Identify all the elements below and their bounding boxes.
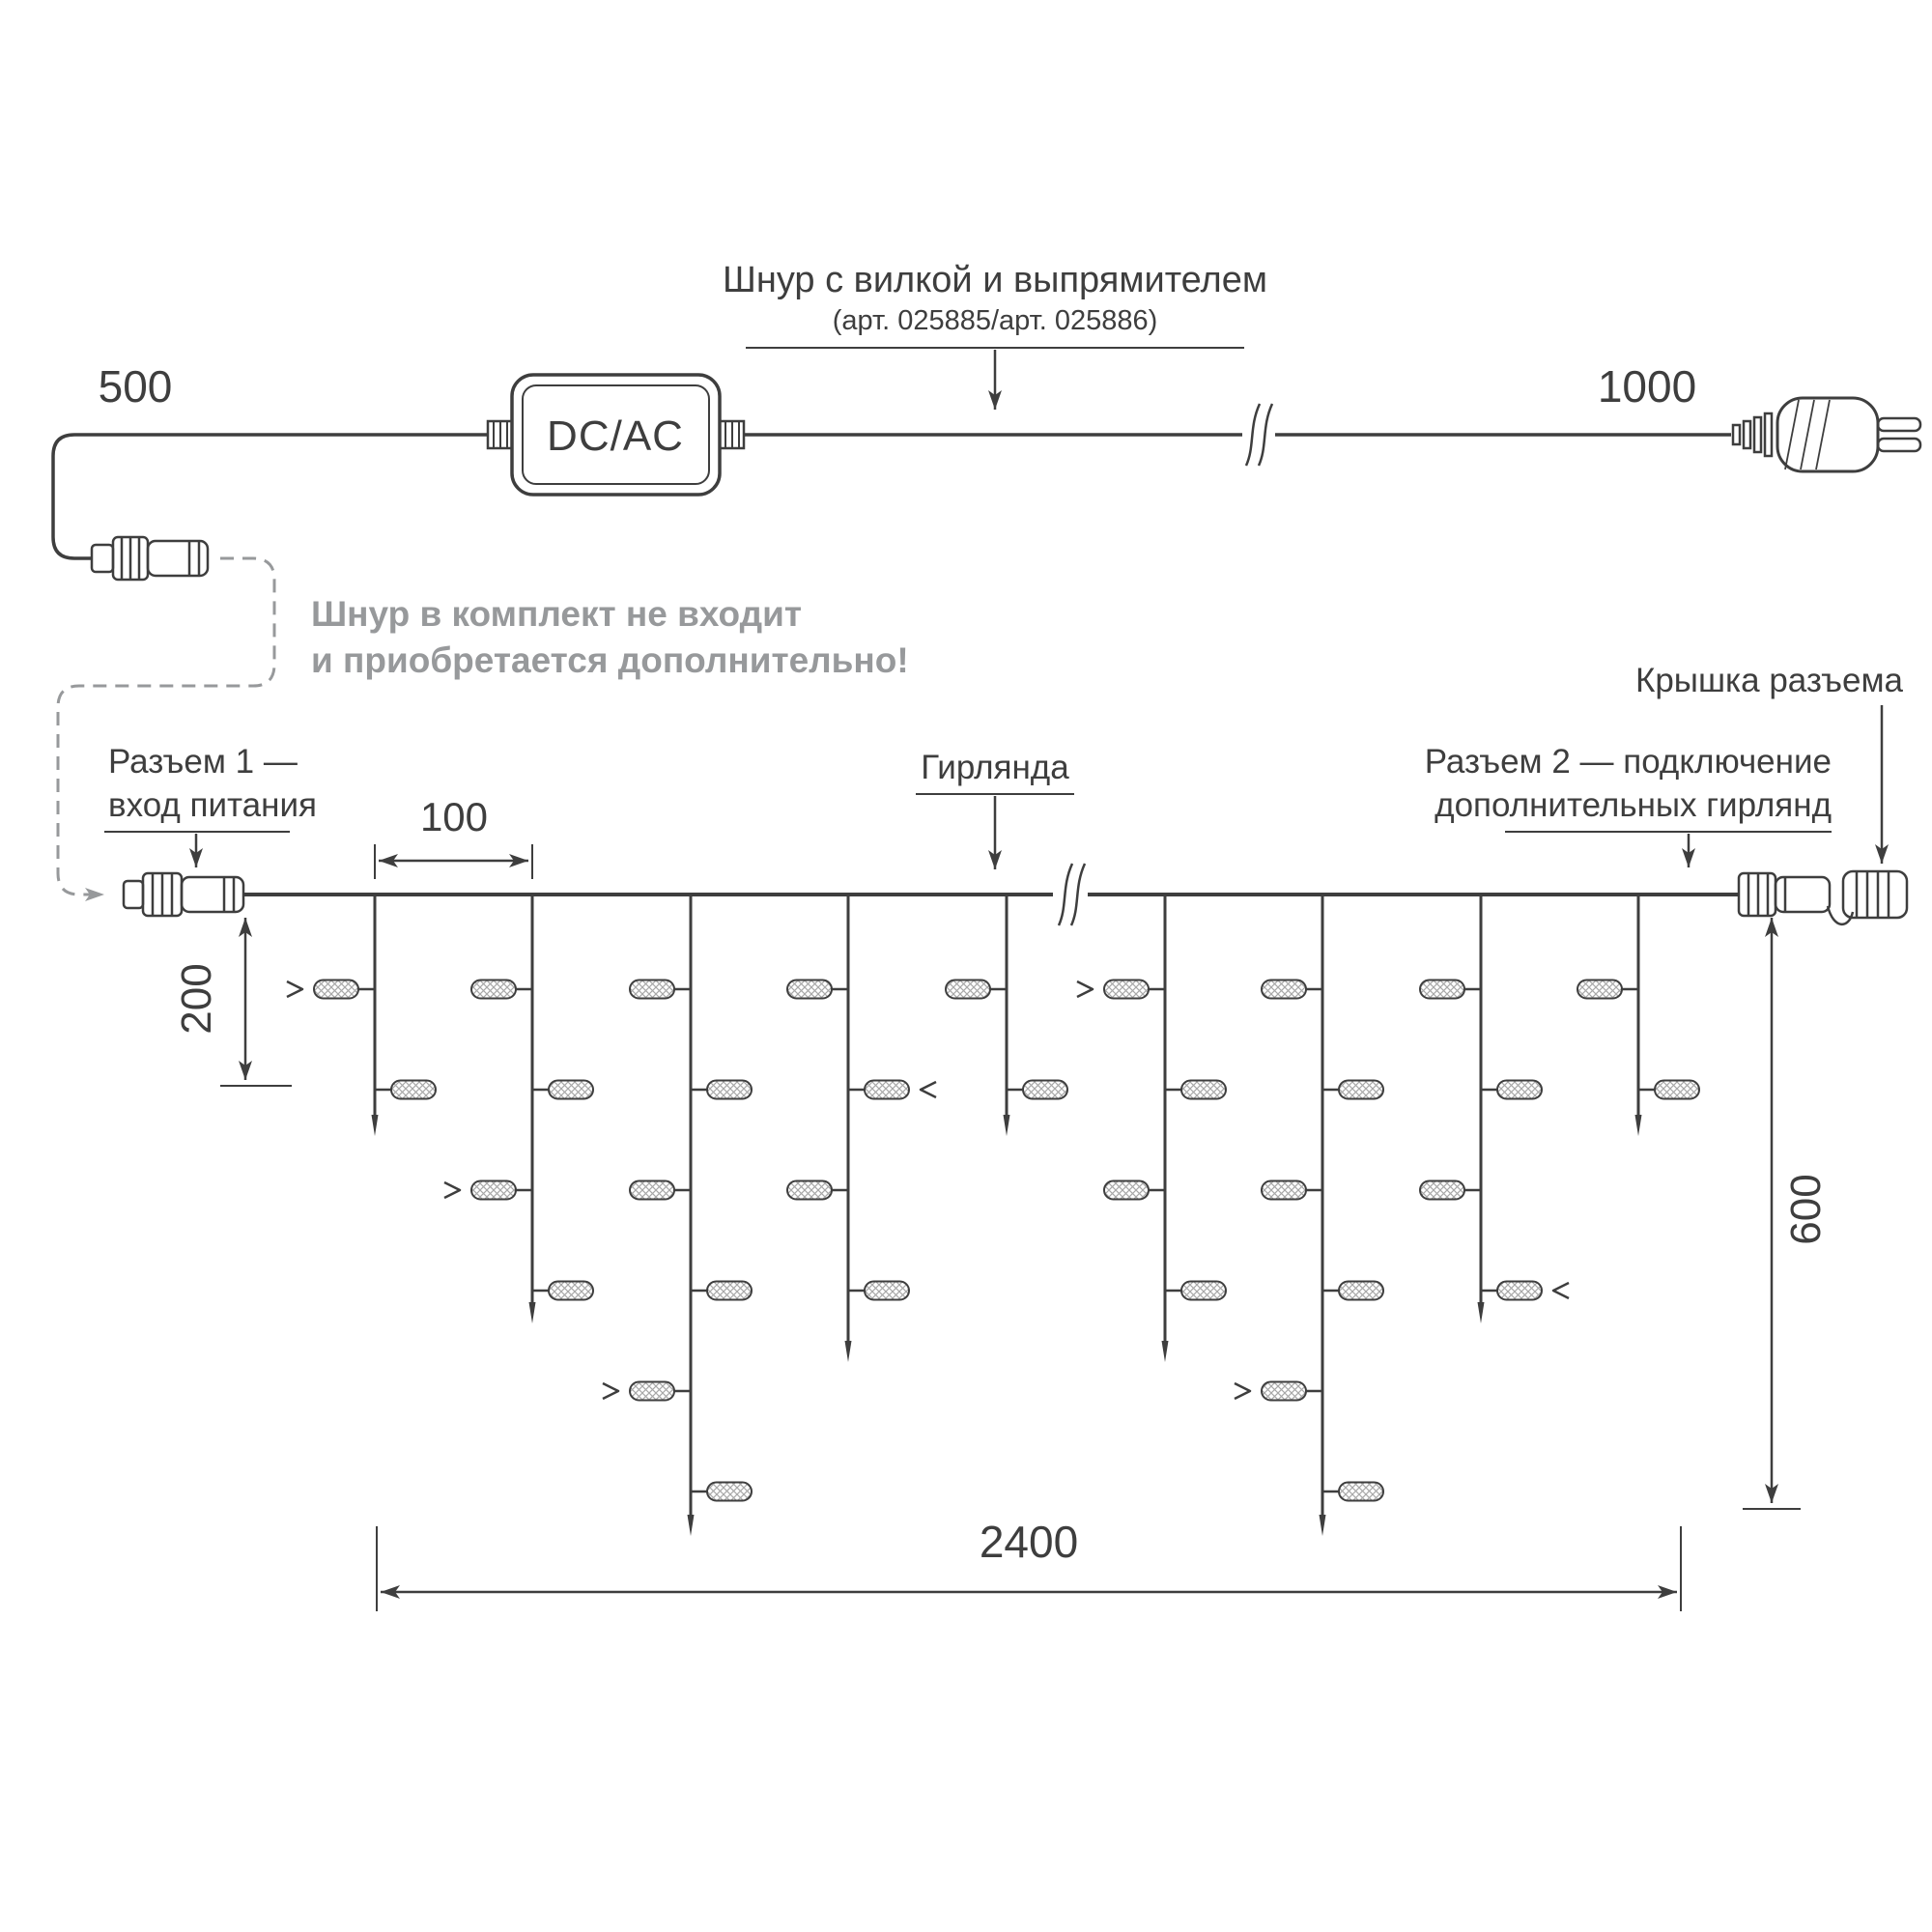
dim-1000-label: 1000 <box>1598 361 1696 412</box>
dim-100: 100 <box>374 794 533 879</box>
not-included-note: Шнур в комплект не входит и приобретаетс… <box>311 594 909 680</box>
dcac-label: DC/AC <box>547 412 684 460</box>
dim-600: 600 <box>1743 918 1830 1510</box>
svg-text:вход питания: вход питания <box>108 786 317 824</box>
garland-label: Гирлянда <box>916 749 1074 869</box>
garland-break <box>1053 863 1088 926</box>
svg-text:Разъем 1 —: Разъем 1 — <box>108 743 298 781</box>
svg-text:600: 600 <box>1782 1174 1830 1244</box>
note-line-2: и приобретается дополнительно! <box>311 640 909 680</box>
dim-2400: 2400 <box>376 1517 1682 1611</box>
svg-text:200: 200 <box>173 963 220 1034</box>
garland-assembly <box>122 863 1909 1536</box>
cord-title: Шнур с вилкой и выпрямителем <box>723 260 1267 300</box>
svg-text:Разъем 2 — подключение: Разъем 2 — подключение <box>1425 743 1832 781</box>
svg-text:дополнительных гирлянд: дополнительных гирлянд <box>1435 786 1832 824</box>
connector-1 <box>122 871 245 918</box>
cord-500-wire <box>51 433 488 560</box>
dim-500-label: 500 <box>99 361 173 412</box>
cord-subtitle: (арт. 025885/арт. 025886) <box>833 305 1158 336</box>
drops <box>286 895 1700 1536</box>
dashed-connection-path <box>56 556 276 901</box>
connector-2-label: Разъем 2 — подключение дополнительных ги… <box>1425 743 1832 867</box>
svg-text:Крышка разъема: Крышка разъема <box>1635 662 1904 699</box>
cord-callout: Шнур с вилкой и выпрямителем (арт. 02588… <box>723 260 1267 410</box>
cap-label: Крышка разъема <box>1635 662 1904 864</box>
connector-cap <box>1841 869 1909 920</box>
power-cord-section: 500 1000 DC/AC <box>51 260 1922 582</box>
cord-output-connector <box>90 535 210 582</box>
connector-2 <box>1737 871 1832 918</box>
note-line-1: Шнур в комплект не входит <box>311 594 802 634</box>
cord-break <box>1242 403 1275 467</box>
svg-text:2400: 2400 <box>980 1517 1078 1567</box>
cap-cable <box>1826 905 1855 925</box>
dim-200: 200 <box>173 918 292 1087</box>
power-plug <box>1731 396 1922 473</box>
dcac-converter: DC/AC <box>486 373 746 497</box>
connector-1-label: Разъем 1 — вход питания <box>104 743 317 867</box>
svg-text:100: 100 <box>420 794 488 839</box>
svg-text:Гирлянда: Гирлянда <box>921 749 1069 786</box>
